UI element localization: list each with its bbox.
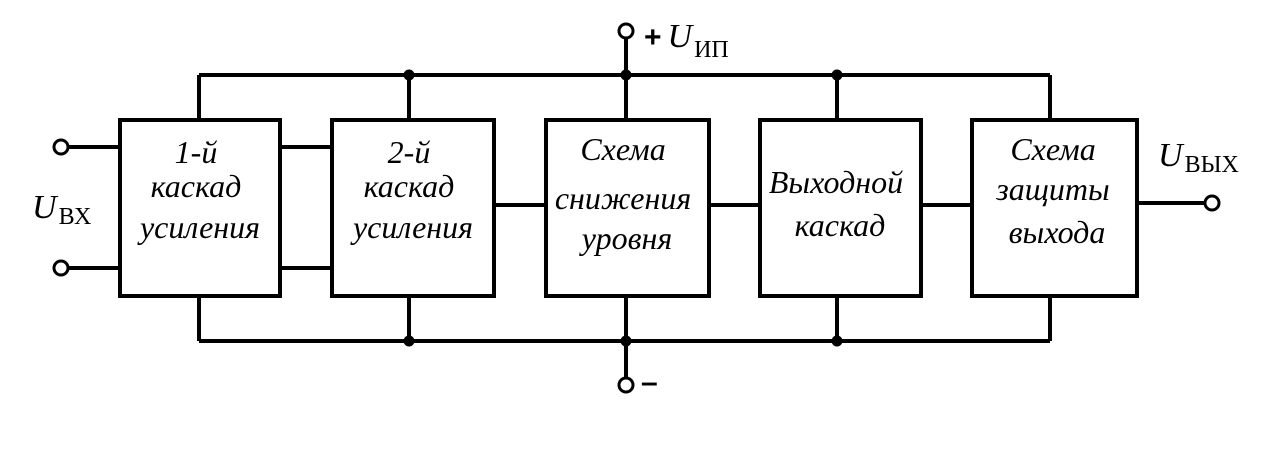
input-terminal-bottom [52, 259, 70, 277]
block-5-output-protection [970, 118, 1139, 298]
junction-top-4 [831, 69, 843, 81]
input-terminal-top [52, 138, 70, 156]
block-3-level-shifter [544, 118, 711, 298]
block-3-line-3: уровня [579, 220, 672, 256]
block-1-label: 1-й каскад усиления [137, 134, 260, 245]
block-2-line-2: каскад [364, 168, 455, 204]
block-1-first-amplifier-stage [118, 118, 282, 298]
block-2-line-3: усиления [350, 209, 473, 245]
block-5-label: Схема защиты выхода [995, 131, 1117, 250]
block-2-second-amplifier-stage [330, 118, 496, 298]
block-3-label: Схема снижения уровня [555, 131, 699, 256]
block-4-output-stage [758, 118, 923, 298]
block-5-line-3: выхода [1009, 214, 1106, 250]
block-2-line-1: 2-й [388, 134, 431, 170]
block-1-line-1: 1-й [175, 134, 218, 170]
block-1-line-3: усиления [137, 209, 260, 245]
supply-plus-sign: + [644, 21, 662, 54]
input-voltage-subscript: ВХ [59, 204, 92, 230]
supply-minus-terminal [617, 376, 635, 394]
output-voltage-label: UВЫХ [1158, 137, 1239, 178]
output-voltage-subscript: ВЫХ [1185, 152, 1239, 178]
output-voltage-symbol: U [1158, 137, 1185, 174]
supply-plus-label: +UИП [644, 18, 729, 63]
block-2-label: 2-й каскад усиления [350, 134, 473, 245]
supply-plus-symbol: U [668, 18, 695, 55]
block-3-line-2: снижения [555, 180, 691, 216]
input-voltage-symbol: U [32, 189, 59, 226]
input-voltage-label: UВХ [32, 189, 91, 230]
block-3-line-1: Схема [580, 131, 665, 167]
supply-plus-subscript: ИП [694, 37, 729, 63]
junction-bottom-2 [403, 335, 415, 347]
block-4-label: Выходной каскад [769, 164, 911, 243]
supply-plus-terminal [617, 22, 635, 40]
block-5-line-2: защиты [995, 171, 1109, 207]
supply-minus-label: – [641, 366, 658, 399]
block-5-line-1: Схема [1010, 131, 1095, 167]
block-4-line-2: каскад [795, 207, 886, 243]
junction-top-2 [403, 69, 415, 81]
junction-top-3 [620, 69, 632, 81]
block-4-line-1: Выходной [769, 164, 903, 200]
junction-bottom-3 [620, 335, 632, 347]
output-terminal [1203, 194, 1221, 212]
junction-bottom-4 [831, 335, 843, 347]
block-1-line-2: каскад [151, 168, 242, 204]
